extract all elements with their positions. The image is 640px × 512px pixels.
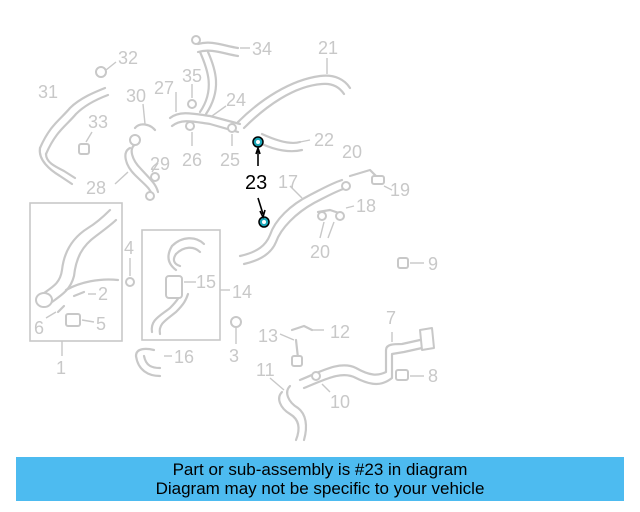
hose-28 (114, 142, 160, 201)
callout-34: 34 (252, 39, 272, 59)
callout-35: 35 (182, 66, 202, 86)
group-box-14 (141, 229, 221, 341)
callout-30: 30 (126, 86, 146, 106)
callout-16: 16 (174, 347, 194, 367)
callout-18: 18 (356, 196, 376, 216)
callout-19: 19 (390, 180, 410, 200)
callout-32: 32 (118, 48, 138, 68)
callout-23[interactable]: 23 (245, 172, 267, 194)
callout-12: 12 (330, 322, 350, 342)
callout-21: 21 (318, 38, 338, 58)
clip-8 (395, 369, 424, 381)
hose-31 (38, 86, 110, 186)
fitting-12 (279, 324, 324, 367)
callout-22: 22 (314, 130, 334, 150)
clip-32 (95, 61, 117, 78)
callout-29: 29 (150, 154, 170, 174)
hose-11 (269, 377, 308, 442)
callout-25: 25 (220, 150, 240, 170)
clip-33 (78, 131, 93, 155)
part-2 (72, 290, 96, 298)
clip-4 (125, 258, 135, 287)
callout-1: 1 (56, 358, 66, 378)
hose-30 (129, 103, 157, 146)
callout-24: 24 (226, 90, 246, 110)
callout-33: 33 (88, 112, 108, 132)
callout-15: 15 (196, 272, 216, 292)
info-banner: Part or sub-assembly is #23 in diagram D… (16, 457, 624, 501)
hose-1 (35, 208, 120, 308)
callout-10: 10 (330, 392, 350, 412)
callout-13: 13 (258, 326, 278, 346)
pipe-7 (298, 327, 435, 393)
pipe-24 (168, 92, 242, 146)
callout-7: 7 (386, 308, 396, 328)
part-5 (65, 313, 95, 327)
clip-29 (150, 162, 160, 182)
callout-20-bottom: 20 (310, 242, 330, 262)
pipe-21 (236, 58, 352, 130)
hose-22 (260, 132, 311, 153)
callout-6: 6 (34, 318, 44, 338)
callout-20-top: 20 (342, 142, 362, 162)
callout-4: 4 (124, 238, 134, 258)
callout-31: 31 (38, 82, 58, 102)
valve-15 (165, 275, 196, 299)
group-box-1 (29, 202, 123, 342)
callout-2: 2 (98, 284, 108, 304)
part-23-highlight[interactable] (252, 136, 270, 228)
callout-14: 14 (232, 282, 252, 302)
banner-line-2: Diagram may not be specific to your vehi… (155, 479, 485, 498)
clip-35 (187, 84, 197, 109)
fitting-19 (341, 168, 393, 191)
fitting-18 (316, 205, 355, 239)
callout-3: 3 (229, 346, 239, 366)
clip-3 (230, 316, 242, 344)
pipe-17 (238, 178, 348, 266)
callout-27: 27 (154, 78, 174, 98)
callout-9: 9 (428, 254, 438, 274)
hose-16 (134, 347, 172, 378)
callout-17: 17 (278, 172, 298, 192)
banner-line-1: Part or sub-assembly is #23 in diagram (172, 460, 468, 479)
callout-26: 26 (182, 150, 202, 170)
callout-11: 11 (256, 360, 275, 380)
callout-28: 28 (86, 178, 106, 198)
hose-34 (191, 35, 250, 116)
callout-8: 8 (428, 366, 438, 386)
clip-9 (397, 257, 424, 269)
parts-diagram: 32 31 33 28 30 29 27 35 34 24 26 25 21 2… (29, 35, 438, 442)
callout-5: 5 (96, 314, 106, 334)
part-6 (45, 304, 66, 319)
